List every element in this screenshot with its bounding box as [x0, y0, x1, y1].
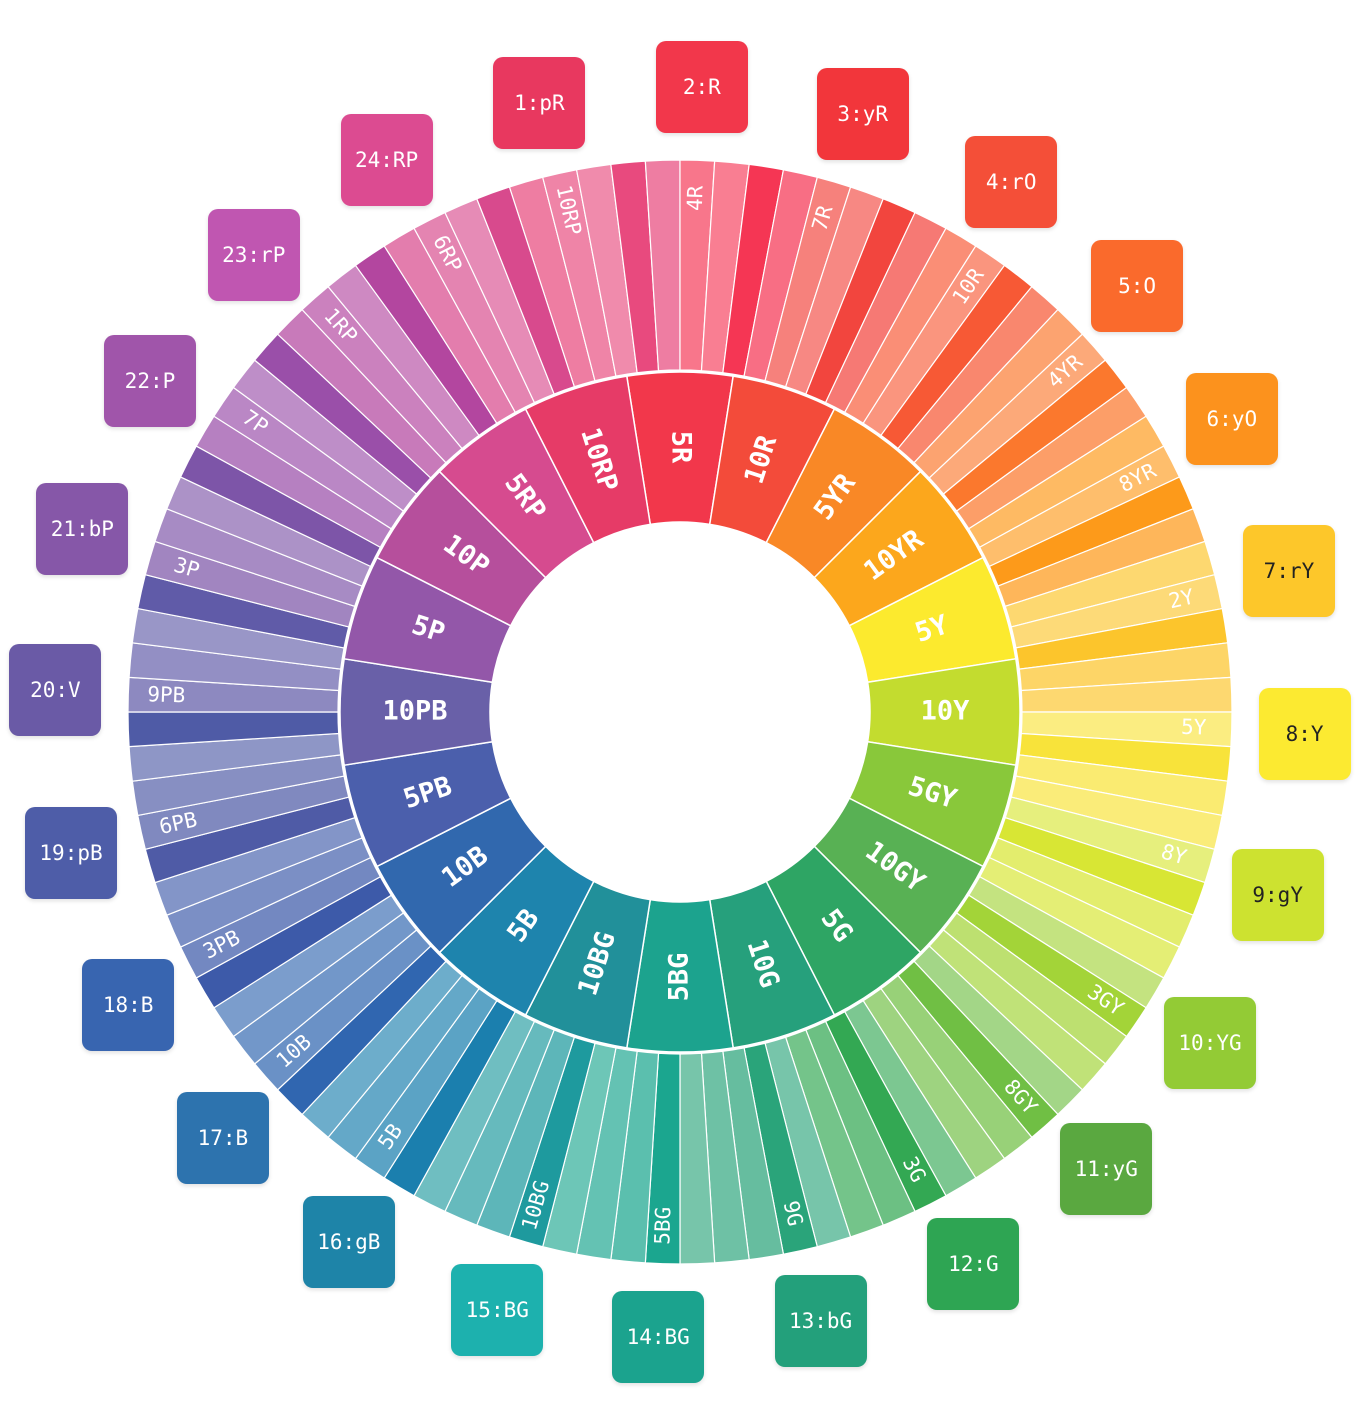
center-hole [490, 522, 870, 902]
hue-tile-label: 19:pB [39, 840, 103, 865]
hue-tile: 15:BG [451, 1263, 544, 1356]
inner-hue-label: 5R [666, 431, 697, 464]
hue-tile-label: 7:rY [1263, 559, 1315, 584]
hue-tile: 18:B [82, 959, 175, 1052]
hue-tile: 10:YG [1164, 997, 1257, 1090]
hue-tile: 20:V [9, 644, 102, 737]
hue-tile-label: 24:RP [354, 148, 419, 173]
hue-tile: 5:O [1091, 239, 1184, 332]
hue-tile-label: 14:BG [626, 1324, 690, 1349]
hue-tile: 14:BG [612, 1290, 705, 1383]
hue-tile-label: 15:BG [465, 1297, 529, 1322]
hue-tile-label: 3:yR [837, 102, 888, 127]
hue-tile: 2:R [655, 41, 748, 134]
inner-hue-label: 10Y [921, 696, 971, 727]
outer-hue-label: 5BG [650, 1206, 675, 1245]
hue-tile: 1:pR [493, 57, 586, 150]
hue-tile-label: 13:bG [788, 1308, 853, 1333]
outer-hue-label: 5Y [1181, 715, 1207, 740]
hue-tile-label: 10:YG [1178, 1031, 1242, 1056]
outer-hue-label: 2Y [1166, 584, 1196, 613]
hue-tile: 21:bP [36, 483, 129, 576]
hue-tile: 9:gY [1231, 848, 1324, 941]
hue-tile-label: 23:rP [222, 242, 286, 267]
outer-hue-label: 9G [779, 1198, 808, 1228]
hue-tile: 17:B [176, 1092, 269, 1185]
hue-tile: 19:pB [25, 806, 118, 899]
hue-tile: 4:rO [965, 135, 1058, 228]
hue-tile-label: 2:R [682, 75, 721, 100]
hue-tile: 12:G [927, 1217, 1020, 1310]
hue-tile-label: 9:gY [1252, 882, 1303, 907]
hue-tile-label: 8:Y [1285, 721, 1324, 746]
hue-tile-label: 20:V [30, 678, 81, 703]
inner-hue-label: 10PB [382, 696, 447, 727]
hue-tile: 23:rP [207, 208, 300, 301]
hue-tile: 7:rY [1242, 525, 1335, 618]
hue-tile-label: 17:B [197, 1126, 249, 1151]
inner-hue-label: 5BG [664, 953, 695, 1002]
hue-tile-label: 21:bP [50, 517, 114, 542]
hue-tile: 24:RP [340, 114, 433, 207]
hue-tile-label: 16:gB [317, 1230, 381, 1255]
hue-tile: 11:yG [1060, 1123, 1153, 1216]
hue-tile: 13:bG [774, 1274, 867, 1367]
outer-sector [476, 186, 576, 395]
outer-hue-label: 9PB [147, 682, 186, 707]
hue-tile-label: 1:pR [514, 91, 565, 116]
hue-tile-label: 5:O [1118, 273, 1157, 298]
hue-tile: 8:Y [1258, 687, 1351, 780]
hue-tile: 6:yO [1185, 372, 1278, 465]
hue-tile-label: 12:G [948, 1251, 999, 1276]
hue-tile-label: 22:P [124, 368, 176, 393]
hue-tile-label: 11:yG [1074, 1157, 1138, 1182]
hue-tile: 3:yR [816, 68, 909, 161]
hue-tile: 16:gB [302, 1196, 395, 1289]
hue-tile-label: 18:B [102, 993, 154, 1018]
outer-hue-label: 4R [683, 185, 708, 211]
hue-tile-label: 4:rO [985, 169, 1037, 194]
hue-tile-label: 6:yO [1206, 406, 1258, 431]
hue-tile: 22:P [103, 334, 196, 427]
